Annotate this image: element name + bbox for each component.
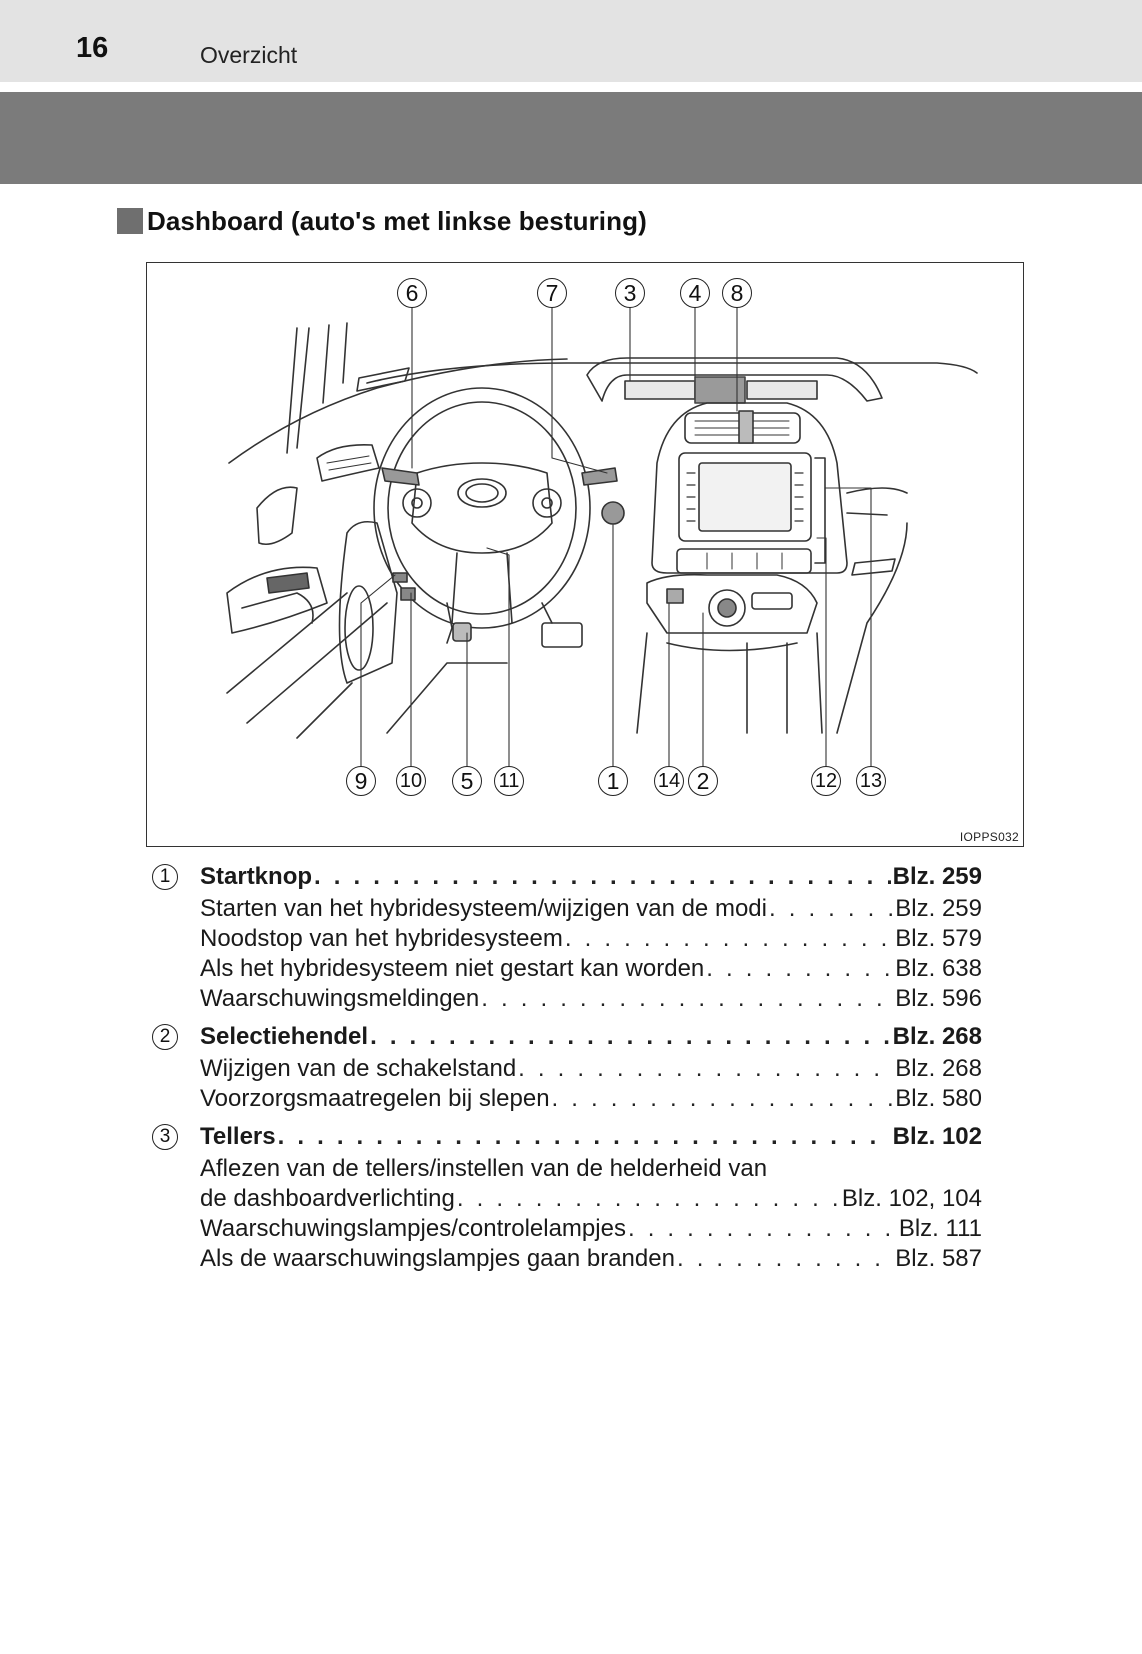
callout-13: 13 xyxy=(856,766,886,796)
list-item: 1 Startknop Blz. 259 Starten van het hyb… xyxy=(152,860,982,1014)
sub-item-text: Noodstop van het hybridesysteem xyxy=(200,925,563,952)
dot-leader xyxy=(518,1054,893,1084)
callout-11: 11 xyxy=(494,766,524,796)
callout-12: 12 xyxy=(811,766,841,796)
heading-square-icon xyxy=(117,208,143,234)
item-number: 2 xyxy=(152,1024,178,1050)
section-heading: Dashboard (auto's met linkse besturing) xyxy=(117,205,647,237)
sub-item-page: Blz. 102, 104 xyxy=(841,1185,982,1212)
dot-leader xyxy=(628,1214,897,1244)
item-page: Blz. 259 xyxy=(892,863,982,890)
item-title: Tellers xyxy=(200,1123,276,1150)
sub-item-intro: Aflezen van de tellers/instellen van de … xyxy=(200,1155,768,1182)
item-title: Startknop xyxy=(200,863,313,890)
dashboard-illustration: 6 7 3 4 8 9 10 5 11 1 14 2 12 13 IOPPS03… xyxy=(146,262,1024,847)
sub-item-text: Waarschuwingsmeldingen xyxy=(200,985,480,1012)
dot-leader xyxy=(706,954,893,984)
dot-leader xyxy=(565,924,893,954)
callout-4: 4 xyxy=(680,278,710,308)
item-title: Selectiehendel xyxy=(200,1023,369,1050)
list-item: 2 Selectiehendel Blz. 268 Wijzigen van d… xyxy=(152,1020,982,1114)
reference-list: 1 Startknop Blz. 259 Starten van het hyb… xyxy=(152,860,982,1280)
dot-leader xyxy=(370,1020,891,1054)
callout-9: 9 xyxy=(346,766,376,796)
item-page: Blz. 268 xyxy=(892,1023,982,1050)
page-number: 16 xyxy=(76,32,109,64)
sub-item-text: Starten van het hybridesysteem/wijzigen … xyxy=(200,895,767,922)
sub-item-page: Blz. 259 xyxy=(895,895,982,922)
dot-leader xyxy=(677,1244,893,1274)
sub-item-page: Blz. 638 xyxy=(895,955,982,982)
dashboard-line-drawing xyxy=(226,306,978,767)
dot-leader xyxy=(481,984,893,1014)
item-number: 3 xyxy=(152,1124,178,1150)
header-divider xyxy=(0,82,1142,92)
sub-item-text: Voorzorgsmaatregelen bij slepen xyxy=(200,1085,550,1112)
section-title: Dashboard (auto's met linkse besturing) xyxy=(147,205,647,236)
page-header xyxy=(0,0,1142,82)
callout-3: 3 xyxy=(615,278,645,308)
chapter-band xyxy=(0,92,1142,184)
sub-item-text: Waarschuwingslampjes/controlelampjes xyxy=(200,1215,626,1242)
dot-leader xyxy=(278,1120,891,1154)
sub-item-page: Blz. 596 xyxy=(895,985,982,1012)
running-title: Overzicht xyxy=(200,42,298,68)
sub-item-page: Blz. 579 xyxy=(895,925,982,952)
callout-5: 5 xyxy=(452,766,482,796)
dot-leader xyxy=(314,860,891,894)
dot-leader xyxy=(552,1084,894,1114)
figure-code: IOPPS032 xyxy=(959,830,1019,844)
item-page: Blz. 102 xyxy=(892,1123,982,1150)
callout-14: 14 xyxy=(654,766,684,796)
sub-item-text: Als het hybridesysteem niet gestart kan … xyxy=(200,955,705,982)
callout-8: 8 xyxy=(722,278,752,308)
item-number: 1 xyxy=(152,864,178,890)
sub-item-page: Blz. 268 xyxy=(895,1055,982,1082)
callout-1: 1 xyxy=(598,766,628,796)
sub-item-text: de dashboardverlichting xyxy=(200,1185,455,1212)
sub-item-page: Blz. 111 xyxy=(898,1215,982,1242)
callout-2: 2 xyxy=(688,766,718,796)
sub-item-text: Als de waarschuwingslampjes gaan branden xyxy=(200,1245,675,1272)
callout-6: 6 xyxy=(397,278,427,308)
sub-item-text: Wijzigen van de schakelstand xyxy=(200,1055,517,1082)
list-item: 3 Tellers Blz. 102 Aflezen van de teller… xyxy=(152,1120,982,1274)
dot-leader xyxy=(457,1184,840,1214)
sub-item-page: Blz. 580 xyxy=(895,1085,982,1112)
callout-10: 10 xyxy=(396,766,426,796)
callout-7: 7 xyxy=(537,278,567,308)
sub-item-page: Blz. 587 xyxy=(895,1245,982,1272)
dot-leader xyxy=(769,894,893,924)
